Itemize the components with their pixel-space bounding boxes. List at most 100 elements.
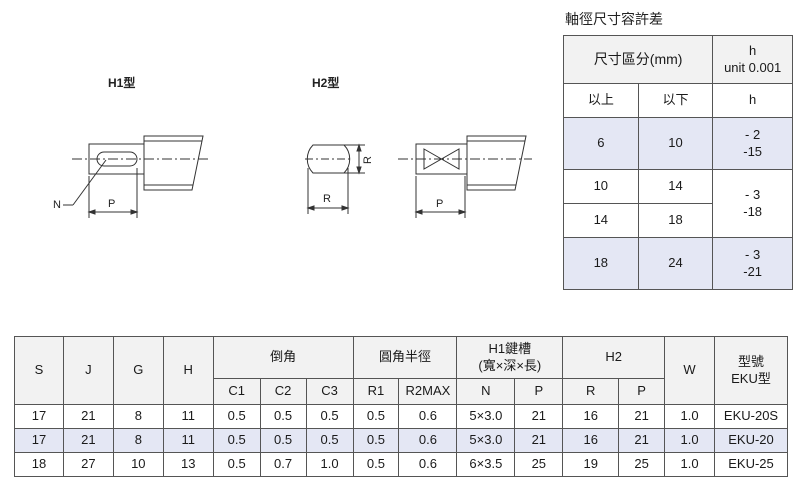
h1-label-p: P (108, 198, 115, 210)
cell-p2: 25 (618, 452, 666, 477)
cell-model: EKU-25 (714, 452, 788, 477)
cell-p: 25 (514, 452, 564, 477)
cell-r: 19 (562, 452, 620, 477)
cell-h: 11 (162, 404, 214, 429)
header-model-sub: EKU型 (731, 370, 771, 386)
h2-label-r-vert: R (362, 156, 374, 164)
tolerance-col-over: 以上 (563, 83, 639, 118)
header-model-label: 型號 (738, 354, 765, 370)
tolerance-under: 10 (637, 117, 714, 170)
cell-w: 1.0 (664, 428, 716, 453)
tolerance-upper: - 3 (745, 247, 761, 263)
cell-p2: 21 (618, 428, 666, 453)
tolerance-header-unit: unit 0.001 (724, 59, 782, 75)
cell-h: 11 (162, 428, 214, 453)
h2-label-r: R (323, 193, 331, 205)
cell-r2max: 0.6 (398, 428, 458, 453)
cell-s: 17 (14, 428, 64, 453)
header-fillet: 圓角半徑 (352, 336, 458, 379)
cell-j: 21 (62, 428, 114, 453)
table-row: 10 14 - 3 -18 (563, 169, 793, 238)
cell-c3: 0.5 (305, 428, 354, 453)
cell-c1: 0.5 (212, 428, 261, 453)
cell-r1: 0.5 (352, 428, 400, 453)
h1-label-n: N (53, 199, 61, 211)
cell-r2max: 0.6 (398, 452, 458, 477)
h2-figure: H2型 R R P (305, 75, 532, 218)
tolerance-title: 軸徑尺寸容許差 (565, 11, 663, 27)
cell-g: 8 (112, 404, 164, 429)
cell-c3: 1.0 (305, 452, 354, 477)
header-p: P (514, 378, 564, 405)
tolerance-lower: -15 (743, 143, 763, 159)
tolerance-upper: - 2 (745, 127, 761, 143)
cell-c1: 0.5 (212, 452, 261, 477)
header-j: J (62, 336, 114, 405)
cell-model: EKU-20S (714, 404, 788, 429)
tolerance-lower: -18 (743, 203, 763, 219)
cell-w: 1.0 (664, 404, 716, 429)
cell-r: 16 (562, 428, 620, 453)
cell-w: 1.0 (664, 452, 716, 477)
header-g: G (112, 336, 164, 405)
cell-j: 21 (62, 404, 114, 429)
tolerance-under: 24 (637, 237, 714, 290)
shaft-drawings: H1型 N P H2型 R (53, 75, 532, 218)
header-w: W (664, 336, 716, 405)
cell-p: 21 (514, 428, 564, 453)
cell-c2: 0.5 (259, 428, 307, 453)
cell-c2: 0.7 (259, 452, 307, 477)
header-h1: H1鍵槽 (寬×深×長) (456, 336, 564, 379)
h2-label-p: P (436, 198, 443, 210)
tolerance-over: 6 (563, 117, 639, 170)
header-h2: H2 (562, 336, 666, 379)
cell-r1: 0.5 (352, 404, 400, 429)
tolerance-col-under: 以下 (637, 83, 714, 118)
cell-n: 6×3.5 (456, 452, 516, 477)
tolerance-value: - 3 -18 (712, 169, 793, 238)
h1-figure: H1型 N P (53, 75, 210, 218)
tolerance-over: 14 (563, 203, 639, 238)
header-n: N (456, 378, 516, 405)
header-r1: R1 (352, 378, 400, 405)
cell-j: 27 (62, 452, 114, 477)
tolerance-header-range: 尺寸區分(mm) (562, 35, 714, 84)
cell-g: 10 (112, 452, 164, 477)
header-h1-sub: (寬×深×長) (478, 357, 542, 373)
cell-p: 21 (514, 404, 564, 429)
header-c3: C3 (305, 378, 354, 405)
cell-model: EKU-20 (714, 428, 788, 453)
cell-r: 16 (562, 404, 620, 429)
cell-n: 5×3.0 (456, 404, 516, 429)
header-h: H (162, 336, 214, 405)
tolerance-under: 14 (637, 169, 714, 204)
cell-n: 5×3.0 (456, 428, 516, 453)
tolerance-value: - 2 -15 (712, 117, 793, 170)
tolerance-header-h: h unit 0.001 (712, 35, 793, 84)
tolerance-over: 10 (563, 169, 639, 204)
h2-title: H2型 (312, 75, 339, 90)
tolerance-lower: -21 (743, 263, 763, 279)
cell-c2: 0.5 (259, 404, 307, 429)
header-r2max: R2MAX (398, 378, 458, 405)
cell-h: 13 (162, 452, 214, 477)
tolerance-value: - 3 -21 (712, 237, 793, 290)
table-row: 6 10 - 2 -15 (563, 117, 793, 170)
cell-r1: 0.5 (352, 452, 400, 477)
header-c2: C2 (259, 378, 307, 405)
header-h1-label: H1鍵槽 (488, 341, 532, 357)
tolerance-col-h: h (712, 83, 793, 118)
header-c1: C1 (212, 378, 261, 405)
cell-s: 17 (14, 404, 64, 429)
tolerance-upper: - 3 (745, 187, 761, 203)
header-p2: P (618, 378, 666, 405)
tolerance-header-h-label: h (749, 43, 757, 59)
cell-p2: 21 (618, 404, 666, 429)
table-row: 18 24 - 3 -21 (563, 237, 793, 290)
cell-r2max: 0.6 (398, 404, 458, 429)
spec-table: S J G H 倒角 圓角半徑 H1鍵槽 (寬×深×長) H2 W 型號 EKU… (14, 336, 788, 477)
